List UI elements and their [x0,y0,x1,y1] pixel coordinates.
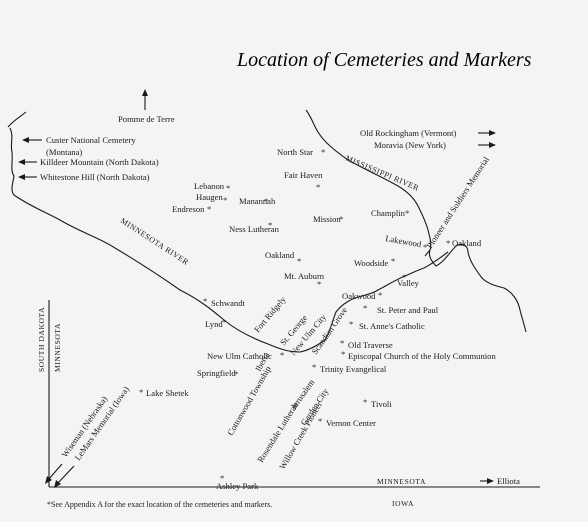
place-ashley-park: Ashley Park [216,481,259,491]
pomme-de-terre-arrowhead [142,89,148,96]
place-oakland-dot: * [297,256,301,266]
place-valley: Valley [397,278,420,288]
place-mission: Mission [313,214,341,224]
minnesota-west-label: MINNESOTA [53,323,62,372]
place-lynd-dot: * [222,317,226,327]
old-rockingham-arrowhead [489,130,496,136]
place-oakland: Oakland [265,250,295,260]
old-rockingham-label: Old Rockingham (Vermont) [360,128,457,138]
place-lake-shetek: Lake Shetek [146,388,189,398]
place-oakwood-dot: * [378,290,382,300]
place-champlin-dot: * [405,208,409,218]
place-vernon-center-dot: * [318,416,322,426]
place-oakwood: Oakwood [342,291,376,301]
killdeer-arrowhead [18,159,25,165]
place-episcopal: Episcopal Church of the Holy Communion [348,351,496,361]
elliota-arrowhead [487,478,494,484]
pomme-de-terre-label: Pomme de Terre [118,114,175,124]
place-st-annes-dot: * [349,319,353,329]
place-mission-dot: * [339,214,343,224]
place-oakland-ne-dot: * [446,238,450,248]
place-trinity-dot: * [312,362,316,372]
place-st-annes: St. Anne's Catholic [359,321,425,331]
custer-label-2: (Montana) [46,147,82,157]
place-st-peter-paul: St. Peter and Paul [377,305,439,315]
place-ness-lutheran-dot: * [268,220,272,230]
place-haugen: Haugen [196,192,223,202]
custer-label-1: Custer National Cemetery [46,135,136,145]
place-new-ulm-catholic: New Ulm Catholic [207,351,272,361]
place-north-star-dot: * [321,147,325,157]
custer-arrowhead [22,137,29,143]
wiseman-arrow [47,463,63,481]
elliota-label: Elliota [497,476,520,486]
place-tivoli-dot: * [363,397,367,407]
place-woodside-dot: * [391,256,395,266]
place-valley-dot: * [402,272,406,282]
place-old-traverse: Old Traverse [348,340,393,350]
place-lynd: Lynd [205,319,223,329]
place-springfield-dot: * [234,369,238,379]
lemars-arrow [56,465,75,485]
place-episcopal-dot: * [341,349,345,359]
moravia-arrowhead [489,142,496,148]
place-fair-haven: Fair Haven [284,170,323,180]
place-manannah-dot: * [264,196,268,206]
whitestone-arrowhead [18,174,25,180]
place-schwandt: Schwandt [211,298,246,308]
place-fort-ridgely: Fort Ridgely [252,294,288,334]
place-lakewood-dot: * [423,242,427,252]
place-fair-haven-dot: * [316,182,320,192]
moravia-label: Moravia (New York) [374,140,446,150]
place-ashley-park-dot: * [220,473,224,483]
place-mt-auburn-dot: * [317,279,321,289]
whitestone-label: Whitestone Hill (North Dakota) [40,172,150,182]
iowa-label: IOWA [392,499,414,508]
place-st-peter-paul-dot: * [363,303,367,313]
place-new-ulm-catholic-dot: * [280,350,284,360]
place-lakewood: Lakewood [385,233,423,249]
place-champlin: Champlin [371,208,406,218]
lemars-arrowhead [54,480,61,488]
place-oakland-ne: Oakland [452,238,482,248]
place-tivoli: Tivoli [371,399,392,409]
place-lebanon: Lebanon [194,181,225,191]
place-lake-shetek-dot: * [139,387,143,397]
place-schwandt-dot: * [203,296,207,306]
mississippi-river-label: MISSISSIPPI RIVER [344,154,420,193]
place-springfield: Springfield [197,368,236,378]
place-old-traverse-dot: * [340,338,344,348]
place-woodside: Woodside [354,258,388,268]
place-pioneer-soldiers: Pioneer and Soldiers Memorial [424,154,491,250]
wiseman-arrowhead [45,476,52,484]
place-endreson-dot: * [207,204,211,214]
river-connector [424,249,431,257]
south-dakota-label: SOUTH DAKOTA [37,307,46,372]
place-trinity: Trinity Evangelical [320,364,387,374]
place-haugen-dot: * [223,195,227,205]
place-ness-lutheran: Ness Lutheran [229,224,280,234]
minnesota-south-label: MINNESOTA [377,477,426,486]
minnesota-river-line [7,111,449,353]
map-title: Location of Cemeteries and Markers [236,49,532,71]
footnote: *See Appendix A for the exact location o… [47,500,272,509]
place-lebanon-dot: * [226,183,230,193]
place-vernon-center: Vernon Center [326,418,376,428]
place-mt-auburn: Mt. Auburn [284,271,325,281]
killdeer-label: Killdeer Mountain (North Dakota) [40,157,159,167]
mississippi-river-line [305,109,527,333]
place-endreson: Endreson [172,204,205,214]
minnesota-river-label: MINNESOTA RIVER [119,216,191,267]
place-willow-creek: Willow Creek Pioneer [277,400,324,471]
place-manannah: Manannah [239,196,276,206]
place-north-star: North Star [277,147,313,157]
